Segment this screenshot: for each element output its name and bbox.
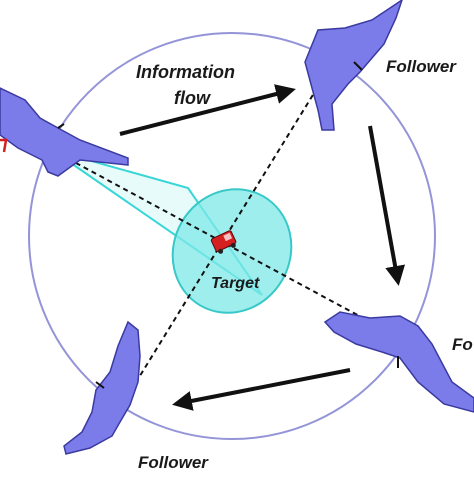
follower-top-right-label: Follower xyxy=(386,57,457,76)
follower-uav-top-right-icon xyxy=(304,0,403,131)
arrow-leader-to-top-right xyxy=(119,84,296,136)
information-flow-label-line2: flow xyxy=(174,88,211,108)
follower-uav-right-icon xyxy=(323,311,474,413)
arrow-top-right-to-right xyxy=(368,125,406,286)
arrow-right-to-bottom xyxy=(172,368,351,411)
formation-line-diagonal-1 xyxy=(51,149,401,339)
leader-label-fragment xyxy=(0,138,8,153)
target-label: Target xyxy=(211,275,260,292)
information-flow-label-line1: Information xyxy=(136,62,235,82)
target-area-ellipse xyxy=(171,188,293,314)
follower-right-label: Fo xyxy=(452,335,473,354)
leader-uav-icon xyxy=(0,87,129,177)
orbit-circle xyxy=(28,32,436,440)
follower-bottom-label: Follower xyxy=(138,453,209,472)
target-vehicle-icon xyxy=(210,230,237,254)
follower-uav-bottom-icon xyxy=(63,320,141,455)
